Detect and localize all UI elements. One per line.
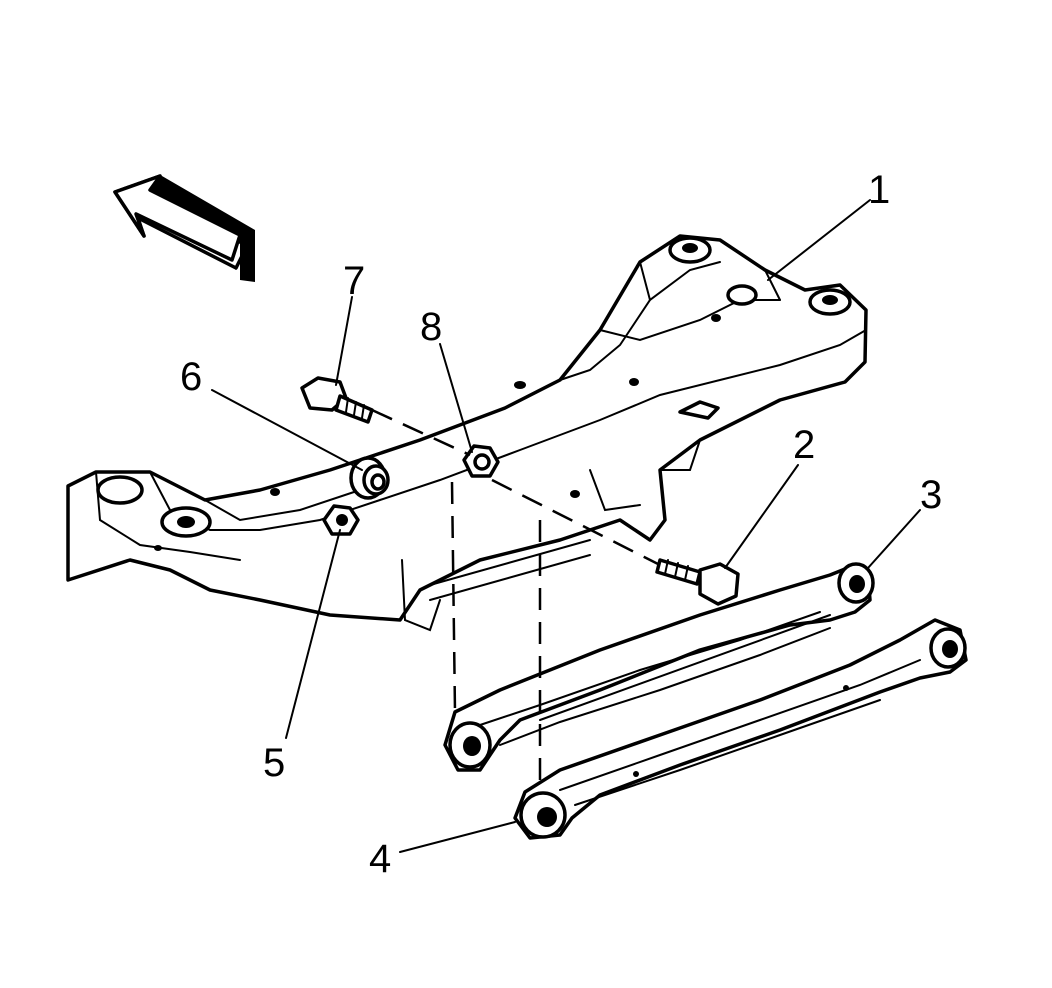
nut-5 xyxy=(322,504,360,536)
callout-8: 8 xyxy=(420,305,442,349)
direction-arrow-icon xyxy=(113,174,255,282)
alignment-lines xyxy=(371,408,661,790)
leader-lines xyxy=(211,199,921,853)
callout-5: 5 xyxy=(263,741,285,785)
callout-2: 2 xyxy=(793,423,815,467)
upper-control-arm xyxy=(443,562,875,772)
callout-1: 1 xyxy=(868,168,890,212)
callout-3: 3 xyxy=(920,473,942,517)
callout-labels: 1 2 3 4 5 6 7 8 xyxy=(180,168,942,881)
lower-control-arm xyxy=(513,618,968,840)
nut-8 xyxy=(462,444,500,478)
callout-6: 6 xyxy=(180,355,202,399)
bolt-2 xyxy=(655,558,740,606)
bolt-7 xyxy=(300,376,374,424)
callout-7: 7 xyxy=(343,259,365,303)
callout-4: 4 xyxy=(369,837,391,881)
